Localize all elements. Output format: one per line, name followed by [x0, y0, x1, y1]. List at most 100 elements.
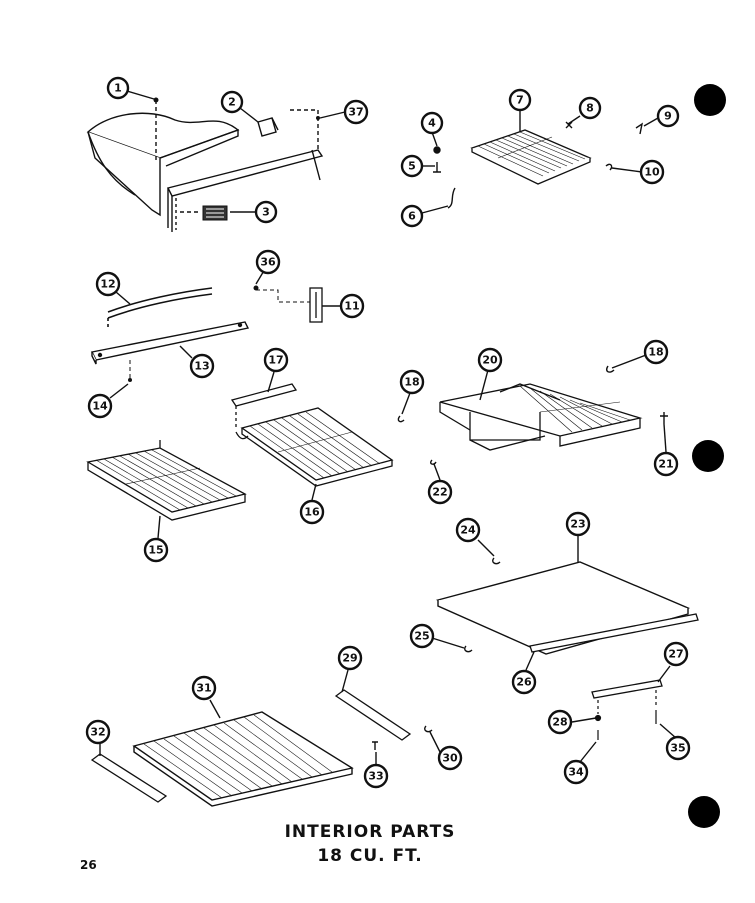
callout-29: 29 — [337, 645, 363, 671]
fasteners-top-left — [153, 97, 320, 120]
svg-text:30: 30 — [442, 752, 458, 765]
bracket-part-11 — [309, 287, 323, 323]
callout-9: 9 — [656, 104, 680, 128]
freezer-divider-assembly — [86, 100, 324, 232]
svg-text:37: 37 — [348, 106, 363, 119]
wire-shelf-part-20 — [439, 383, 643, 451]
svg-text:23: 23 — [570, 518, 585, 531]
callout-15: 15 — [143, 537, 169, 563]
callout-5: 5 — [400, 154, 424, 178]
fasteners-top-right — [433, 121, 644, 209]
svg-text:14: 14 — [92, 400, 108, 413]
callout-11: 11 — [339, 293, 365, 319]
svg-text:29: 29 — [342, 652, 357, 665]
callout-37: 37 — [343, 99, 369, 125]
punch-hole-bottom — [688, 796, 720, 828]
callout-24: 24 — [455, 517, 481, 543]
svg-text:22: 22 — [432, 486, 447, 499]
callout-12: 12 — [95, 271, 121, 297]
svg-text:18: 18 — [404, 376, 419, 389]
svg-text:17: 17 — [268, 354, 283, 367]
callout-27: 27 — [663, 641, 689, 667]
vent-grille-part-3 — [202, 205, 228, 221]
svg-text:36: 36 — [260, 256, 276, 269]
trim-strip-part-12 — [107, 287, 213, 330]
callout-18-right: 18 — [643, 339, 669, 365]
callout-6: 6 — [400, 204, 424, 228]
punch-hole-top — [694, 84, 726, 116]
wire-shelf-31-grid — [143, 714, 333, 799]
screws-lower-right — [594, 690, 657, 740]
callout-2: 2 — [220, 90, 244, 114]
fasteners-right-middle — [397, 365, 668, 465]
punch-hole-middle — [692, 440, 724, 472]
leaders-middle-left — [129, 289, 310, 378]
bracket-part-2 — [257, 117, 279, 137]
svg-text:4: 4 — [428, 117, 436, 130]
svg-text:24: 24 — [460, 524, 476, 537]
small-wire-shelf-part-7 — [470, 129, 592, 185]
svg-text:33: 33 — [368, 770, 383, 783]
fasteners-bottom — [372, 725, 433, 750]
callout-7: 7 — [508, 88, 532, 112]
svg-text:13: 13 — [194, 360, 209, 373]
wire-shelf-16-grid — [249, 411, 381, 479]
svg-text:34: 34 — [568, 766, 584, 779]
fasteners-cover — [463, 557, 501, 653]
crisper-cover-part-23 — [435, 561, 691, 655]
callout-22: 22 — [427, 479, 453, 505]
callout-28: 28 — [547, 709, 573, 735]
callout-25: 25 — [409, 623, 435, 649]
callout-35: 35 — [665, 735, 691, 761]
callout-leaders — [99, 90, 677, 764]
callout-14: 14 — [87, 393, 113, 419]
page-number: 26 — [80, 858, 97, 872]
svg-text:6: 6 — [408, 210, 416, 223]
callout-21: 21 — [653, 451, 679, 477]
cover-trim-part-26 — [529, 613, 699, 653]
callout-4: 4 — [420, 111, 444, 135]
callout-18-left: 18 — [399, 369, 425, 395]
callout-8: 8 — [578, 96, 602, 120]
svg-text:11: 11 — [344, 300, 359, 313]
callout-13: 13 — [189, 353, 215, 379]
svg-text:12: 12 — [100, 278, 115, 291]
rail-part-29 — [334, 689, 412, 741]
wire-shelf-15-grid — [95, 449, 237, 511]
callout-36: 36 — [255, 249, 281, 275]
svg-text:9: 9 — [664, 110, 672, 123]
svg-text:10: 10 — [644, 166, 660, 179]
svg-text:7: 7 — [516, 94, 524, 107]
svg-text:5: 5 — [408, 160, 416, 173]
wire-shelf-part-16 — [235, 407, 394, 487]
wire-shelf-part-15 — [86, 440, 247, 521]
bracket-part-17 — [230, 383, 298, 430]
callout-1: 1 — [106, 76, 130, 100]
svg-text:25: 25 — [414, 630, 429, 643]
svg-text:31: 31 — [196, 682, 211, 695]
svg-text:27: 27 — [668, 648, 683, 661]
rail-part-13 — [90, 321, 250, 365]
svg-text:21: 21 — [658, 458, 673, 471]
svg-text:26: 26 — [516, 676, 532, 689]
callout-32: 32 — [85, 719, 111, 745]
svg-text:8: 8 — [586, 102, 594, 115]
callout-34: 34 — [563, 759, 589, 785]
callout-3: 3 — [254, 200, 278, 224]
svg-text:20: 20 — [482, 354, 498, 367]
callout-16: 16 — [299, 499, 325, 525]
svg-text:16: 16 — [304, 506, 320, 519]
callout-33: 33 — [363, 763, 389, 789]
caption-title: INTERIOR PARTS — [284, 822, 456, 842]
caption-subtitle: 18 CU. FT. — [317, 846, 423, 866]
svg-text:15: 15 — [148, 544, 163, 557]
callout-31: 31 — [191, 675, 217, 701]
callout-17: 17 — [263, 347, 289, 373]
wire-shelf-part-31 — [132, 711, 354, 807]
callout-20: 20 — [477, 347, 503, 373]
rail-part-27 — [591, 679, 663, 699]
svg-text:3: 3 — [262, 206, 270, 219]
svg-text:32: 32 — [90, 726, 105, 739]
svg-text:35: 35 — [670, 742, 685, 755]
